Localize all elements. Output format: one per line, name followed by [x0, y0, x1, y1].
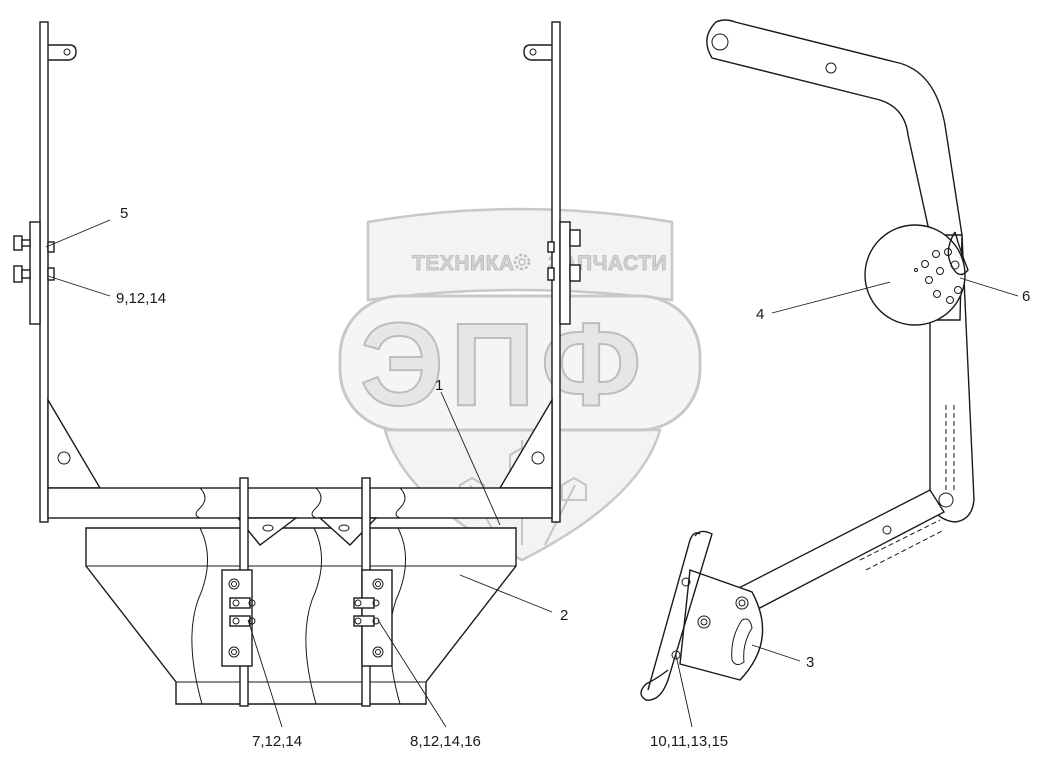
gear-icon [513, 253, 531, 271]
watermark-top-text: ТЕХНИКА [412, 252, 515, 275]
pin-icon [947, 231, 969, 276]
bolt-left [13, 235, 55, 283]
strap-right [353, 477, 393, 707]
callout-3: 3 [806, 654, 814, 671]
bolt-right [547, 229, 581, 282]
strap-left [221, 477, 256, 707]
hopper-body [85, 527, 517, 705]
horizontal-beam [47, 487, 553, 519]
cotter-pin-icon [640, 530, 713, 701]
left-post [39, 21, 49, 523]
callout-8-12-14-16: 8,12,14,16 [410, 733, 481, 750]
callout-labels: 1 2 3 4 5 6 9,12,14 7,12,14 8,12,14,16 1… [116, 205, 1030, 750]
frame-assembly [13, 21, 581, 523]
watermark: ТЕХНИКА ЗАПЧАСТИ ЭПФ [338, 207, 702, 562]
right-side-plate [559, 221, 571, 325]
lever-assembly [640, 19, 975, 701]
lever-arm [706, 19, 963, 236]
callout-4: 4 [756, 306, 764, 323]
callout-2: 2 [560, 607, 568, 624]
callout-1: 1 [435, 377, 443, 394]
watermark-logo-text: ЭПФ [360, 299, 647, 431]
callout-6: 6 [1022, 288, 1030, 305]
leader-lines [45, 219, 1019, 728]
callout-10-11-13-15: 10,11,13,15 [650, 733, 728, 750]
watermark-logo-plate [338, 294, 702, 432]
sector-disk [864, 224, 966, 326]
left-side-plate [29, 221, 41, 325]
callout-5: 5 [120, 205, 128, 222]
callout-7-12-14: 7,12,14 [252, 733, 302, 750]
callout-9-12-14: 9,12,14 [116, 290, 166, 307]
hopper-assembly [85, 477, 517, 707]
